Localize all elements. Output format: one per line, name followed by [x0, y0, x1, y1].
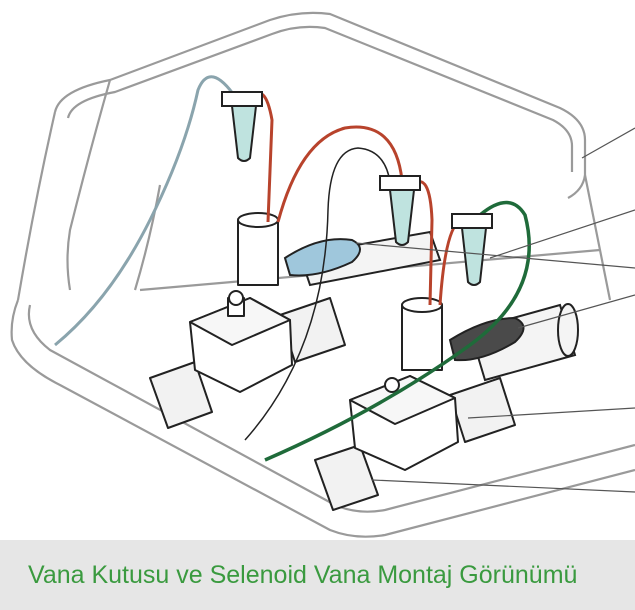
wire-white-loop [244, 147, 391, 441]
box-right-wall [583, 174, 612, 301]
valve-right-pipe-right [449, 377, 516, 443]
callout-line-6 [371, 479, 635, 493]
connector-top-left-body [230, 105, 258, 162]
box-base-rim [10, 299, 635, 538]
valve-left-pipe-left [149, 361, 213, 429]
valve-right-solenoid-top [401, 297, 443, 313]
wire-green [264, 200, 531, 462]
connector-right-cap [451, 213, 493, 229]
connector-right [451, 213, 493, 286]
connector-top-left-cap [221, 91, 263, 107]
connector-middle-body [388, 189, 416, 246]
callout-line-2 [489, 209, 635, 259]
callout-line-3 [355, 242, 635, 269]
box-top-inner-rim [66, 25, 574, 172]
connector-middle [379, 175, 421, 246]
valve-right-flow-knob [384, 377, 400, 393]
callout-leaders [355, 127, 635, 493]
wire-red-left-2 [276, 125, 404, 223]
callout-line-5 [467, 407, 635, 419]
sealant-bag-blue [283, 238, 361, 277]
back-pipe-cap [557, 303, 579, 357]
caption-bar: Vana Kutusu ve Selenoid Vana Montaj Görü… [0, 540, 635, 610]
connector-top-left [221, 91, 263, 162]
wire-gray-left [54, 75, 238, 347]
valve-right-pipe-left [314, 444, 379, 511]
valve-left-flow-knob [228, 290, 244, 306]
box-lid-edge [66, 79, 112, 291]
valve-left-solenoid-top [237, 212, 279, 228]
connector-middle-cap [379, 175, 421, 191]
figure-caption: Vana Kutusu ve Selenoid Vana Montaj Görü… [28, 560, 578, 589]
valve-left [149, 212, 346, 429]
box-inner-left-edge [133, 184, 162, 291]
valve-left-solenoid [237, 219, 279, 286]
valve-right [314, 297, 516, 511]
wire-connectors [221, 91, 493, 286]
connector-right-body [460, 227, 488, 286]
valve-box-illustration [10, 11, 635, 538]
callout-line-4 [517, 294, 635, 329]
valve-right-solenoid [401, 304, 443, 371]
box-left-wall [16, 111, 57, 301]
sealant-bag-dark [448, 316, 525, 362]
callout-line-1 [581, 127, 635, 159]
box-top-rim [53, 11, 587, 199]
